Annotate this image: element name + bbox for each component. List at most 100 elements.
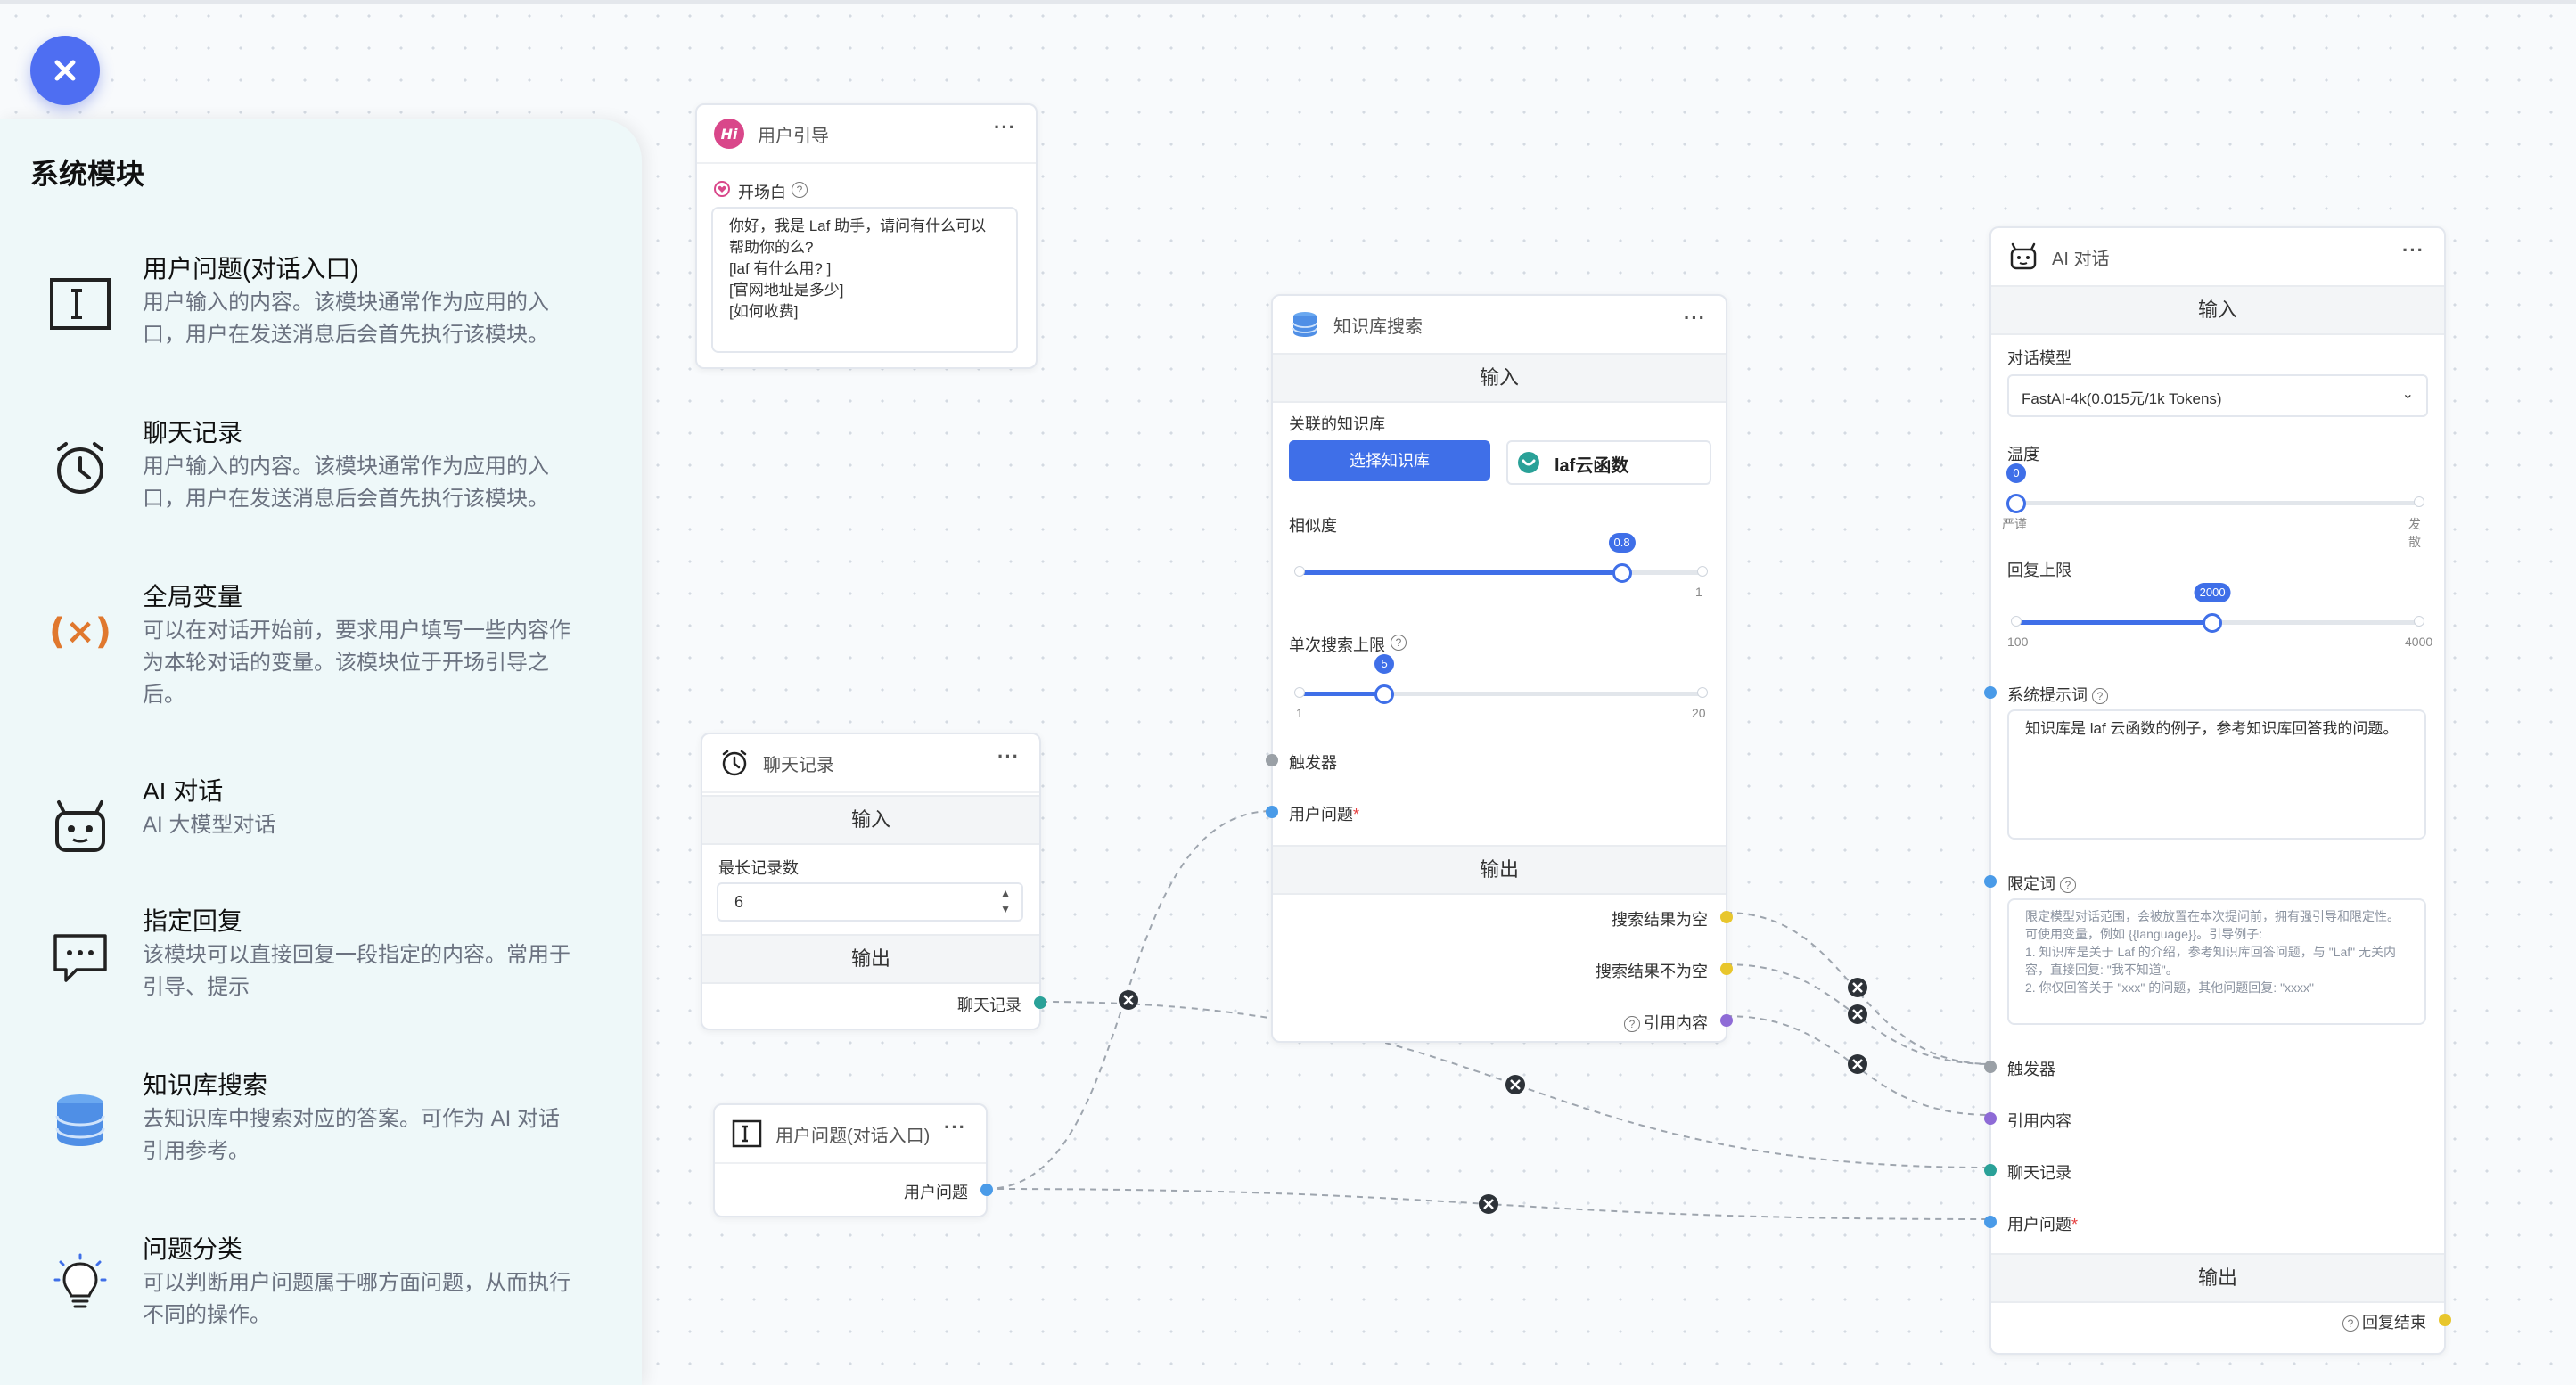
- node-title: 聊天记录: [763, 756, 834, 775]
- stepper-down-icon[interactable]: ▼: [1000, 903, 1011, 915]
- input-section-header: 输入: [1273, 353, 1726, 403]
- output-handle-question[interactable]: [980, 1184, 993, 1196]
- temperature-label: 温度: [2007, 446, 2039, 463]
- node-chat-history[interactable]: 聊天记录 ··· 输入 最长记录数 6 ▲ ▼ 输出 聊天记录: [701, 733, 1046, 1030]
- node-user-guide[interactable]: Hi 用户引导 ··· 开场白 ? 你好，我是 Laf 助手，请问有什么可以帮助…: [695, 103, 1038, 369]
- similarity-thumb[interactable]: [1612, 563, 1632, 583]
- laf-logo-icon: [1518, 452, 1539, 473]
- reply-limit-thumb[interactable]: [2203, 613, 2223, 633]
- limit-value: 5: [1374, 654, 1395, 674]
- node-user-question[interactable]: 用户问题(对话入口) ··· 用户问题: [713, 1103, 993, 1217]
- input-handle-question[interactable]: [1984, 1216, 1997, 1228]
- output-handle-history[interactable]: [1034, 996, 1046, 1009]
- node-title: AI 对话: [2052, 250, 2110, 269]
- stepper-up-icon[interactable]: ▲: [1000, 887, 1011, 899]
- output-handle-done[interactable]: [2439, 1314, 2451, 1326]
- help-icon[interactable]: ?: [1624, 1016, 1640, 1033]
- node-header[interactable]: 用户问题(对话入口) ···: [715, 1105, 986, 1164]
- database-icon: [55, 1094, 105, 1146]
- model-value: FastAI-4k(0.015元/1k Tokens): [2022, 390, 2222, 407]
- delete-edge-icon: [1119, 990, 1138, 1010]
- help-icon[interactable]: ?: [792, 182, 808, 198]
- module-fixed-reply[interactable]: 指定回复 该模块可以直接回复一段指定的内容。常用于引导、提示: [0, 902, 642, 1053]
- kb-name: laf云函数: [1555, 456, 1629, 476]
- node-menu-button[interactable]: ···: [997, 745, 1020, 767]
- reply-limit-slider[interactable]: 2000 100 4000: [2007, 583, 2432, 649]
- node-ai-chat[interactable]: AI 对话 ··· 输入 对话模型 FastAI-4k(0.015元/1k To…: [1984, 226, 2451, 1355]
- help-icon[interactable]: ?: [2342, 1315, 2359, 1332]
- module-user-question[interactable]: 用户问题(对话入口) 用户输入的内容。该模块通常作为应用的入口，用户在发送消息后…: [0, 250, 642, 401]
- max-records-input[interactable]: 6 ▲ ▼: [717, 882, 1023, 922]
- output-label-not-empty: 搜索结果不为空: [1596, 963, 1708, 980]
- input-handle-quote[interactable]: [1984, 1112, 1997, 1125]
- similarity-value: 0.8: [1608, 533, 1636, 553]
- node-header[interactable]: 知识库搜索 ···: [1273, 296, 1726, 355]
- kb-chip[interactable]: laf云函数: [1506, 440, 1711, 485]
- reply-limit-min: 100: [2007, 635, 2029, 649]
- limit-words-textarea[interactable]: 限定模型对话范围，会被放置在本次提问前，拥有强引导和限定性。可使用变量，例如 {…: [2007, 898, 2426, 1025]
- limit-fill: [1300, 692, 1385, 696]
- node-menu-button[interactable]: ···: [994, 116, 1016, 138]
- max-records-label: 最长记录数: [718, 859, 799, 877]
- input-handle-trigger[interactable]: [1984, 1061, 1997, 1073]
- temperature-slider[interactable]: 0 严谨 发散: [2002, 463, 2424, 549]
- node-menu-button[interactable]: ···: [2402, 239, 2424, 261]
- similarity-slider[interactable]: 0.8 1: [1294, 533, 1708, 599]
- input-handle-question[interactable]: [1266, 806, 1278, 818]
- node-title: 知识库搜索: [1333, 317, 1423, 337]
- node-kb-search[interactable]: 知识库搜索 ··· 输入 关联的知识库 选择知识库 laf云函数 相似度 0.8…: [1266, 294, 1733, 1043]
- slider-start: [2011, 616, 2022, 627]
- reply-limit-label: 回复上限: [2007, 561, 2071, 579]
- module-chat-history[interactable]: 聊天记录 用户输入的内容。该模块通常作为应用的入口，用户在发送消息后会首先执行该…: [0, 414, 642, 565]
- module-kb-search[interactable]: 知识库搜索 去知识库中搜索对应的答案。可作为 AI 对话引用参考。: [0, 1066, 642, 1217]
- module-desc: 去知识库中搜索对应的答案。可作为 AI 对话引用参考。: [143, 1107, 561, 1163]
- node-menu-button[interactable]: ···: [1684, 307, 1706, 329]
- temperature-thumb[interactable]: [2006, 494, 2026, 513]
- delete-edge-icon: [1848, 1004, 1867, 1024]
- system-modules-panel: 系统模块 用户问题(对话入口) 用户输入的内容。该模块通常作为应用的入口，用户在…: [0, 119, 642, 1385]
- system-prompt-textarea[interactable]: 知识库是 laf 云函数的例子，参考知识库回答我的问题。: [2007, 709, 2426, 840]
- input-section-header: 输入: [1991, 285, 2444, 335]
- node-header[interactable]: AI 对话 ···: [1991, 228, 2444, 287]
- temperature-min: 严谨: [2002, 517, 2027, 531]
- opening-textarea[interactable]: 你好，我是 Laf 助手，请问有什么可以帮助你的么? [laf 有什么用? ] …: [711, 207, 1018, 353]
- node-header[interactable]: 聊天记录 ···: [702, 734, 1039, 793]
- model-select[interactable]: FastAI-4k(0.015元/1k Tokens) ⌄: [2007, 374, 2428, 417]
- reply-limit-value: 2000: [2194, 583, 2231, 602]
- output-label-done: ?回复结束: [2342, 1310, 2426, 1333]
- output-handle-not-empty[interactable]: [1720, 963, 1733, 975]
- input-handle-limit[interactable]: [1984, 875, 1997, 888]
- reply-limit-fill: [2016, 620, 2213, 625]
- module-question-classify[interactable]: 问题分类 可以判断用户问题属于哪方面问题，从而执行不同的操作。: [0, 1230, 642, 1381]
- module-name: 指定回复: [143, 907, 243, 935]
- slider-start: [1294, 687, 1305, 698]
- help-icon[interactable]: ?: [2092, 688, 2109, 705]
- robot-icon: [2010, 242, 2037, 270]
- output-section-header: 输出: [1991, 1253, 2444, 1303]
- output-handle-quote[interactable]: [1720, 1014, 1733, 1027]
- module-global-variable[interactable]: (×) 全局变量 可以在对话开始前，要求用户填写一些内容作为本轮对话的变量。该模…: [0, 578, 642, 729]
- output-handle-empty[interactable]: [1720, 911, 1733, 923]
- similarity-max: 1: [1695, 585, 1702, 599]
- module-desc: 用户输入的内容。该模块通常作为应用的入口，用户在发送消息后会首先执行该模块。: [143, 455, 549, 511]
- node-menu-button[interactable]: ···: [944, 1116, 966, 1138]
- chevron-down-icon: ⌄: [2401, 387, 2414, 402]
- input-handle-trigger[interactable]: [1266, 754, 1278, 766]
- help-icon[interactable]: ?: [2060, 877, 2077, 894]
- node-header[interactable]: Hi 用户引导 ···: [697, 105, 1036, 164]
- close-icon: [54, 60, 76, 81]
- input-handle-system[interactable]: [1984, 686, 1997, 699]
- limit-slider[interactable]: 5 1 20: [1294, 654, 1708, 720]
- module-desc: 可以在对话开始前，要求用户填写一些内容作为本轮对话的变量。该模块位于开场引导之后…: [143, 619, 570, 707]
- close-panel-button[interactable]: [30, 36, 100, 105]
- trigger-label: 触发器: [1289, 754, 1337, 772]
- output-section-header: 输出: [702, 934, 1039, 984]
- module-ai-chat[interactable]: AI 对话 AI 大模型对话: [0, 772, 642, 923]
- help-icon[interactable]: ?: [1391, 635, 1407, 651]
- delete-edge-icon: [1505, 1075, 1525, 1094]
- select-kb-button[interactable]: 选择知识库: [1289, 440, 1490, 481]
- limit-thumb[interactable]: [1374, 684, 1395, 704]
- input-handle-history[interactable]: [1984, 1164, 1997, 1176]
- max-records-value: 6: [734, 893, 744, 911]
- limit-min: 1: [1296, 706, 1303, 720]
